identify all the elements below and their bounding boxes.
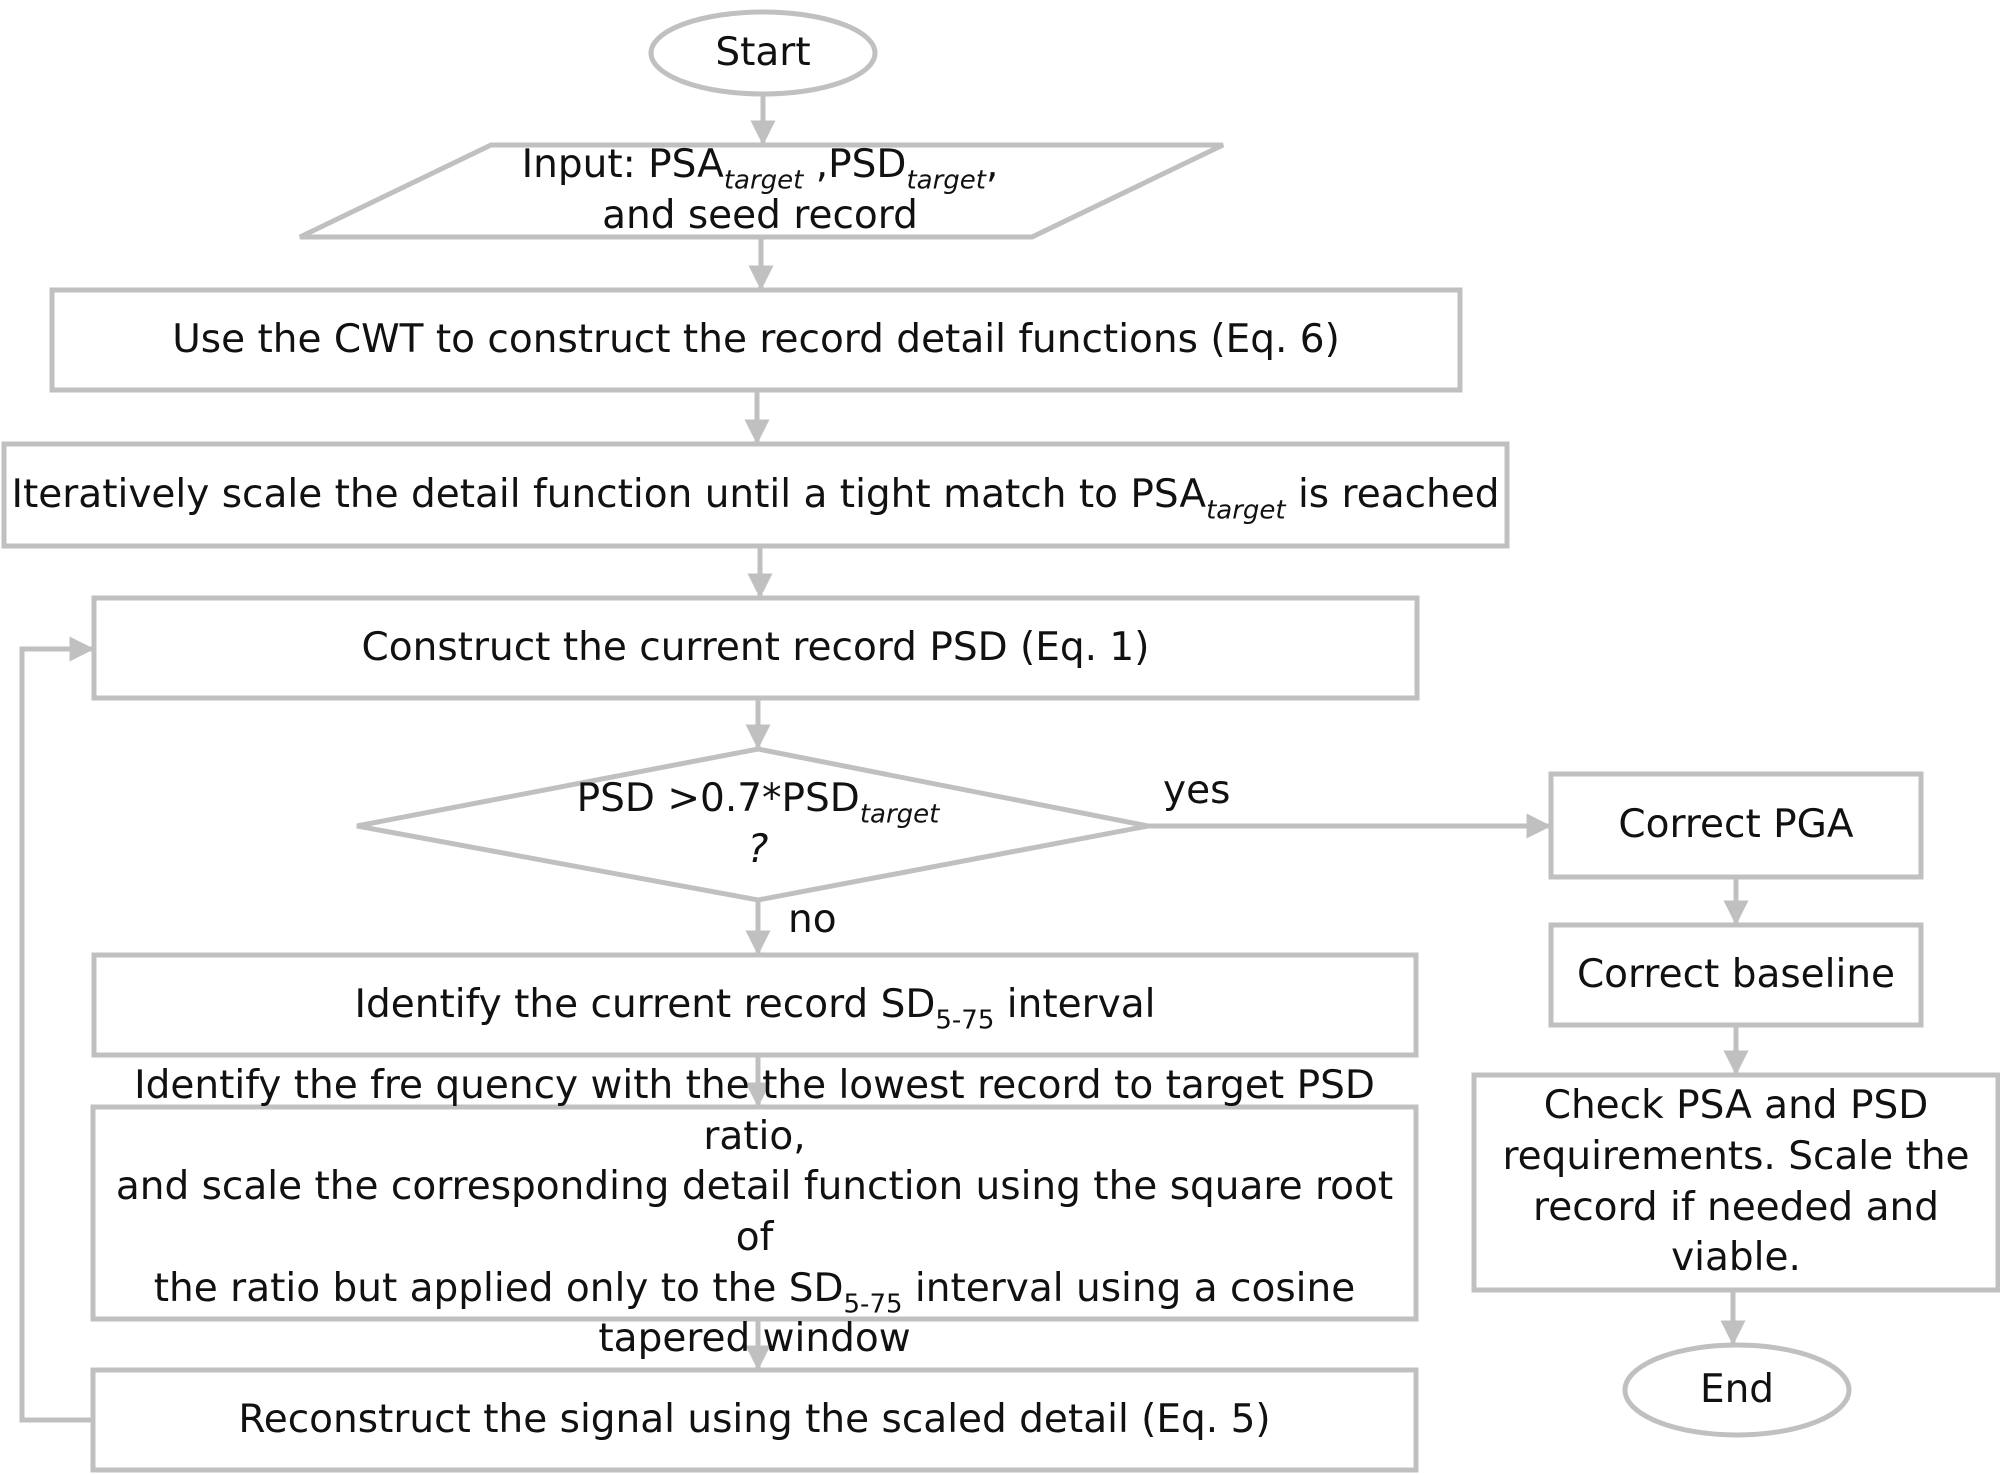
arrow-loop-back [19,636,95,1423]
start-shape [648,9,878,97]
correct-baseline-shape [1548,922,1924,1028]
identify-freq-label: Identify the fre quency with the the low… [115,1062,1394,1362]
check-shape [1471,1072,2000,1293]
check-label: Check PSA and PSD requirements. Scale th… [1502,1083,1970,1281]
input-label: Input: PSAtarget ,PSDtarget, and seed re… [521,142,999,238]
iterate-label: Iteratively scale the detail function un… [11,471,1500,526]
yes-label: yes [1163,768,1231,813]
end-label: End [1699,1366,1775,1412]
no-label: no [788,897,837,942]
reconstruct-shape [90,1367,1419,1473]
decision-label: PSD >0.7*PSDtarget ? [576,776,940,872]
correct-pga-shape [1548,771,1924,880]
identify-sd-label: Identify the current record SD5-75 inter… [354,981,1156,1036]
correct-baseline-label: Correct baseline [1576,951,1896,997]
correct-pga-label: Correct PGA [1618,802,1854,848]
cwt-label: Use the CWT to construct the record deta… [172,316,1340,362]
reconstruct-label: Reconstruct the signal using the scaled … [238,1396,1271,1442]
construct-label: Construct the current record PSD (Eq. 1) [361,624,1150,670]
cwt-shape [49,287,1463,393]
input-shape [298,142,1225,240]
start-label: Start [715,29,811,75]
